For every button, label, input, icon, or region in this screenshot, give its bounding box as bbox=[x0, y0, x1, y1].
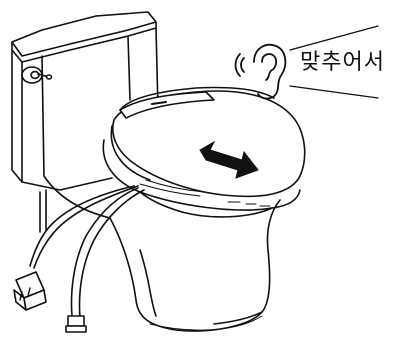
water-hose bbox=[66, 188, 144, 332]
flush-handle-icon bbox=[22, 67, 52, 83]
seat-lid bbox=[113, 87, 305, 196]
supply-pipe bbox=[40, 190, 46, 232]
callout-text: 맞추어서 bbox=[300, 44, 385, 76]
ear-icon bbox=[236, 45, 286, 99]
